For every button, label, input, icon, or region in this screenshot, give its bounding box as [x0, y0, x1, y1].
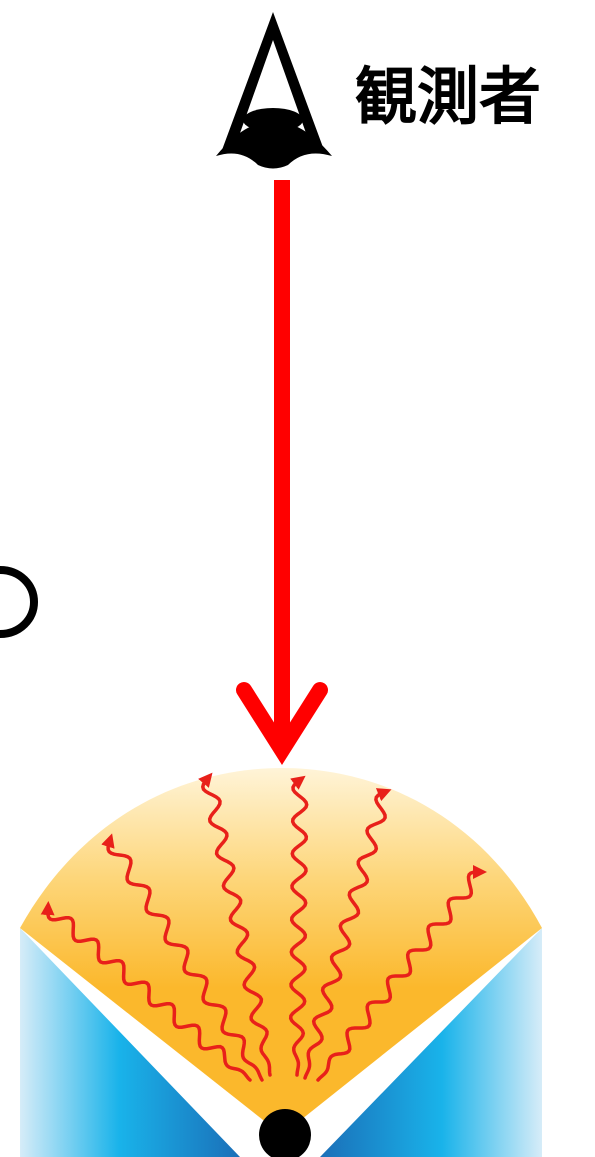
- line-of-sight-arrow: [244, 180, 320, 750]
- observer-label: 観測者: [355, 60, 541, 133]
- eye-icon: [216, 12, 332, 169]
- partial-circle: [0, 570, 34, 634]
- arrow-shaft: [274, 180, 290, 735]
- eye-pupil: [243, 108, 303, 132]
